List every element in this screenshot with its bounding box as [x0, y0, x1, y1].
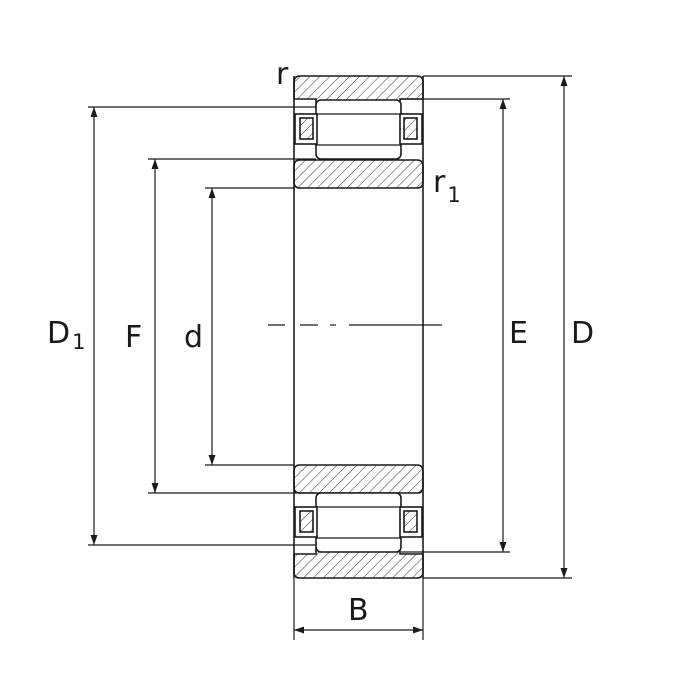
label-r: r — [276, 57, 289, 92]
inner-ring-top — [293, 159, 424, 189]
outer-ring-bottom — [293, 547, 424, 579]
label-D: D — [571, 316, 594, 351]
extension-lines — [88, 75, 572, 640]
roller-top — [315, 99, 402, 160]
label-d: d — [184, 320, 203, 355]
cage-bottom — [294, 506, 423, 538]
label-r1-main: r — [433, 165, 446, 200]
bearing-outline — [293, 76, 424, 578]
label-D1: D1 — [47, 316, 85, 354]
label-D1-sub: 1 — [72, 330, 85, 354]
label-B: B — [348, 593, 369, 628]
inner-ring-bottom — [293, 464, 424, 494]
label-r1: r1 — [433, 165, 461, 207]
label-E: E — [509, 316, 528, 351]
label-r1-sub: 1 — [447, 183, 460, 207]
cage-top — [294, 113, 423, 145]
label-D1-main: D — [47, 316, 70, 351]
label-F: F — [125, 320, 142, 355]
roller-bottom — [315, 492, 402, 553]
